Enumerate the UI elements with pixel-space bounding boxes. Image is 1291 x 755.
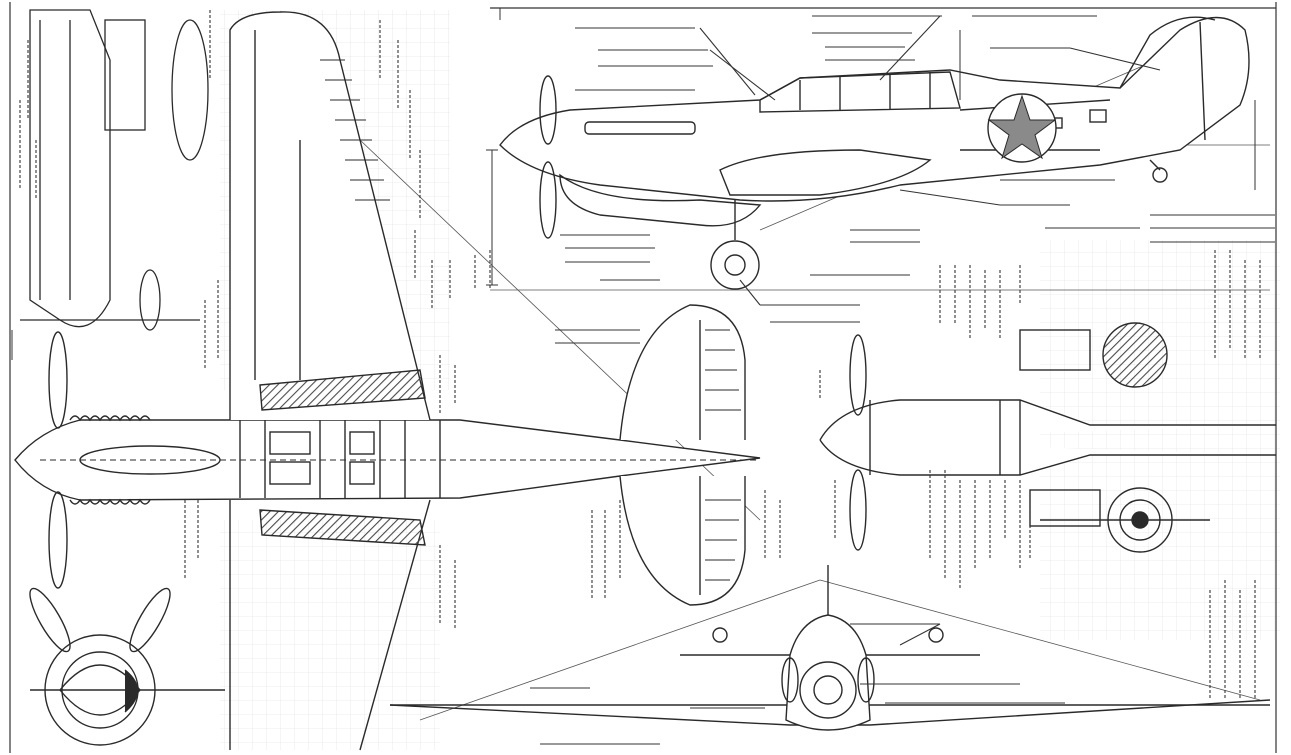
propeller-front-view [29, 587, 225, 746]
dimension-lines [11, 8, 1256, 360]
wheel-detail-rings [1040, 487, 1210, 553]
grid-region-right [1040, 240, 1280, 640]
wheel-detail-hatched [1102, 322, 1168, 388]
sheet-frame [9, 2, 1277, 753]
upper-left-detail [20, 9, 209, 331]
star-insignia [987, 93, 1057, 163]
grid-region-lower-left [220, 520, 440, 750]
front-view [819, 329, 1276, 551]
annotation-marks [19, 10, 1275, 745]
side-profile [499, 16, 1250, 290]
front-view-lower [389, 565, 1271, 731]
plan-view [14, 11, 761, 751]
